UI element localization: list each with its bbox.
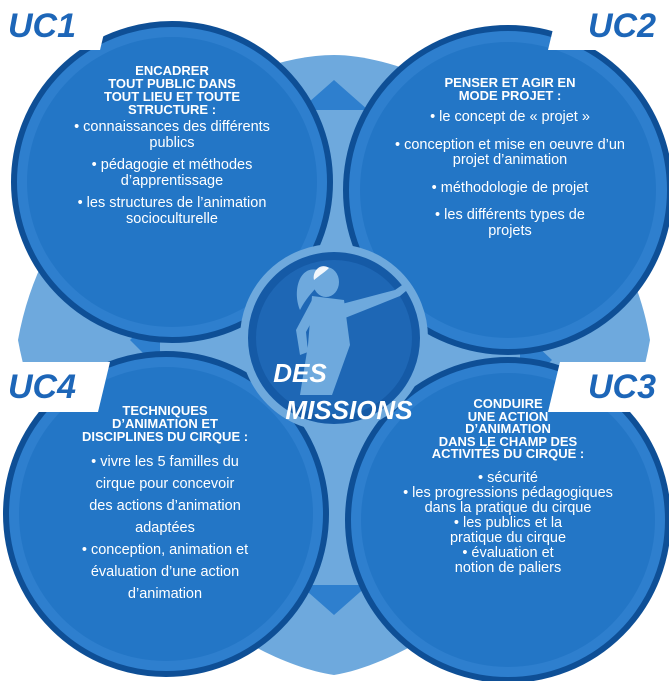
center-word-des: DES xyxy=(273,358,327,388)
uc1-title: ENCADRER TOUT PUBLIC DANS TOUT LIEU ET T… xyxy=(103,63,241,117)
connector-arrow-top xyxy=(300,80,368,110)
uc3-title: CONDUIRE UNE ACTION D’ANIMATION DANS LE … xyxy=(431,396,585,461)
uc3-item: • évaluation et notion de paliers xyxy=(454,545,562,576)
uc3-item: • sécurité xyxy=(478,469,538,486)
uc1-tag: UC1 xyxy=(8,7,77,45)
uc2-content: PENSER ET AGIR EN MODE PROJET : • le con… xyxy=(378,76,642,246)
uc3-content: CONDUIRE UNE ACTION D’ANIMATION DANS LE … xyxy=(386,396,630,576)
uc1-content: ENCADRER TOUT PUBLIC DANS TOUT LIEU ET T… xyxy=(52,64,292,234)
uc1-item: • pédagogie et méthodes d’apprentissage xyxy=(91,157,253,189)
uc2-tag: UC2 xyxy=(588,7,657,45)
uc1-item: • connaissances des différents publics xyxy=(74,119,270,151)
uc4-tag: UC4 xyxy=(8,368,77,406)
center-word-missions: MISSIONS xyxy=(285,395,413,425)
uc2-item: • les différents types de projets xyxy=(435,207,585,239)
uc1-item: • les structures de l’animation sociocul… xyxy=(77,195,267,227)
uc4-content: TECHNIQUES D’ANIMATION ET DISCIPLINES DU… xyxy=(44,404,286,612)
uc2-title: PENSER ET AGIR EN MODE PROJET : xyxy=(444,75,576,103)
uc4-item: • vivre les 5 familles du cirque pour co… xyxy=(89,454,241,536)
uc2-item: • méthodologie de projet xyxy=(431,179,589,196)
uc2-item: • le concept de « projet » xyxy=(430,109,590,125)
uc2-item: • conception et mise en oeuvre d’un proj… xyxy=(395,136,625,168)
uc4-title: TECHNIQUES D’ANIMATION ET DISCIPLINES DU… xyxy=(81,403,249,444)
uc3-item: • les publics et la pratique du cirque xyxy=(449,515,567,546)
connector-arrow-bottom xyxy=(300,585,368,615)
uc4-item: • conception, animation et évaluation d’… xyxy=(81,542,249,602)
uc3-tag: UC3 xyxy=(588,368,657,406)
uc3-item: • les progressions pédagogiques dans la … xyxy=(403,485,613,516)
